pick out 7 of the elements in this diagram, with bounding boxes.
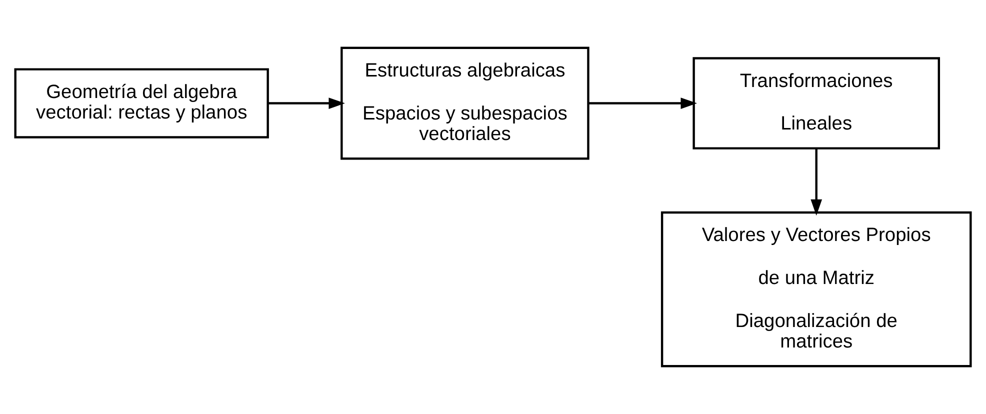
arrow — [268, 98, 345, 109]
node-box: Geometría del algebra vectorial: rectas y planos — [14, 68, 269, 138]
node-box: Estructuras algebraicas Espacios y subespacios vectoriales — [340, 46, 590, 160]
arrow — [810, 148, 822, 216]
node-box: Valores y Vectores Propios de una Matriz Diagonalización de matrices — [660, 211, 972, 368]
arrow — [588, 98, 698, 109]
node-box: Transformaciones Lineales — [692, 57, 940, 150]
